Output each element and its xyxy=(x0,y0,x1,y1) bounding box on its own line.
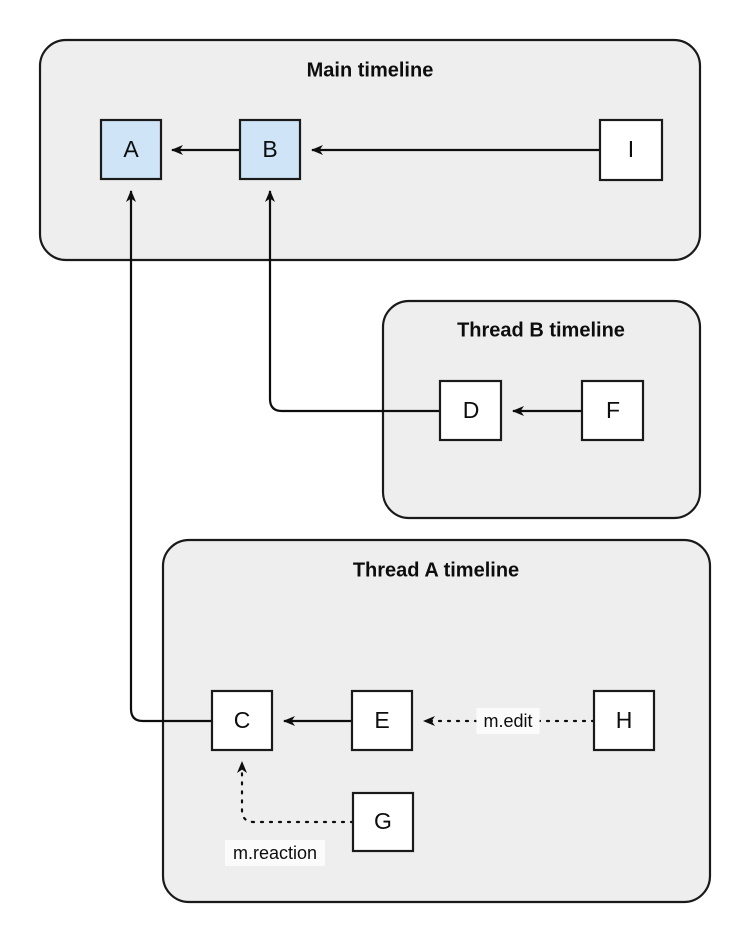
edge-label-background-h-to-e xyxy=(476,708,540,734)
event-node-D[interactable]: D xyxy=(438,379,503,442)
edge-label-background-g-to-c xyxy=(225,840,325,866)
edges-layer xyxy=(126,145,600,824)
node-label-H: H xyxy=(616,707,633,733)
node-box-A[interactable] xyxy=(99,118,163,181)
event-node-B[interactable]: B xyxy=(238,118,302,181)
container-background-thread_b xyxy=(381,299,702,520)
event-node-I[interactable]: I xyxy=(598,118,664,182)
event-node-G[interactable]: G xyxy=(351,791,415,853)
nodes-layer: A B I D F C E H G xyxy=(99,118,664,853)
node-label-B: B xyxy=(262,136,277,162)
node-label-I: I xyxy=(628,136,634,162)
event-node-H[interactable]: H xyxy=(592,689,656,752)
edge-g-to-c xyxy=(237,760,355,824)
node-box-B[interactable] xyxy=(238,118,302,181)
edge-label-g-to-c: m.reaction xyxy=(233,843,317,863)
timeline-container-thread_b: Thread B timeline xyxy=(381,299,702,520)
edge-label-group-g-to-c: m.reaction xyxy=(225,840,325,866)
container-title-main: Main timeline xyxy=(307,59,434,81)
node-label-A: A xyxy=(123,136,139,162)
node-label-E: E xyxy=(374,707,389,733)
node-box-D[interactable] xyxy=(438,379,503,442)
node-box-F[interactable] xyxy=(580,379,645,442)
node-label-F: F xyxy=(606,397,620,423)
node-box-E[interactable] xyxy=(350,689,414,752)
event-node-F[interactable]: F xyxy=(580,379,645,442)
event-node-E[interactable]: E xyxy=(350,689,414,752)
node-label-C: C xyxy=(234,707,251,733)
edge-d-to-b xyxy=(265,190,440,413)
edge-c-to-a xyxy=(126,190,212,723)
edge-label-h-to-e: m.edit xyxy=(483,711,532,731)
node-label-G: G xyxy=(374,808,392,834)
node-box-G[interactable] xyxy=(351,791,415,853)
event-node-A[interactable]: A xyxy=(99,118,163,181)
node-label-D: D xyxy=(463,397,480,423)
node-box-H[interactable] xyxy=(592,689,656,752)
container-title-thread_b: Thread B timeline xyxy=(457,319,625,341)
node-box-I[interactable] xyxy=(598,118,664,182)
edge-labels-layer: m.edit m.reaction xyxy=(225,708,540,866)
node-box-C[interactable] xyxy=(210,689,274,752)
container-title-thread_a: Thread A timeline xyxy=(353,559,519,581)
edge-label-group-h-to-e: m.edit xyxy=(476,708,540,734)
event-node-C[interactable]: C xyxy=(210,689,274,752)
